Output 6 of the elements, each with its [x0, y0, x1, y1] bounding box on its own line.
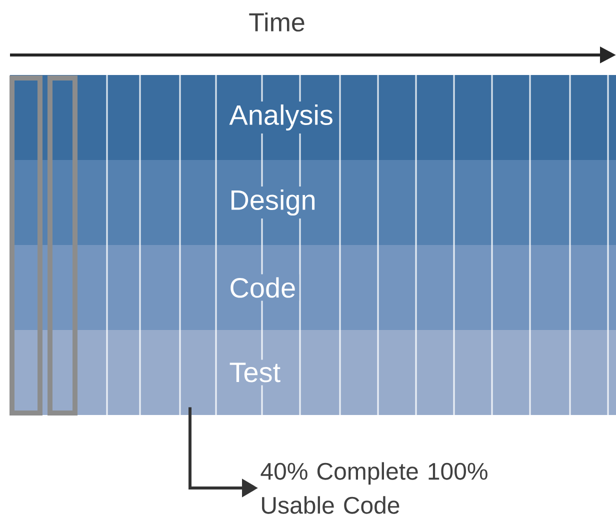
note-text: 40% Complete 100% Usable Code [260, 462, 488, 514]
axis-label: Time [249, 12, 304, 32]
phase-band: Test [10, 330, 616, 415]
phase-band: Analysis [10, 75, 616, 160]
phase-band: Code [10, 245, 616, 330]
phase-band: Design [10, 160, 616, 245]
